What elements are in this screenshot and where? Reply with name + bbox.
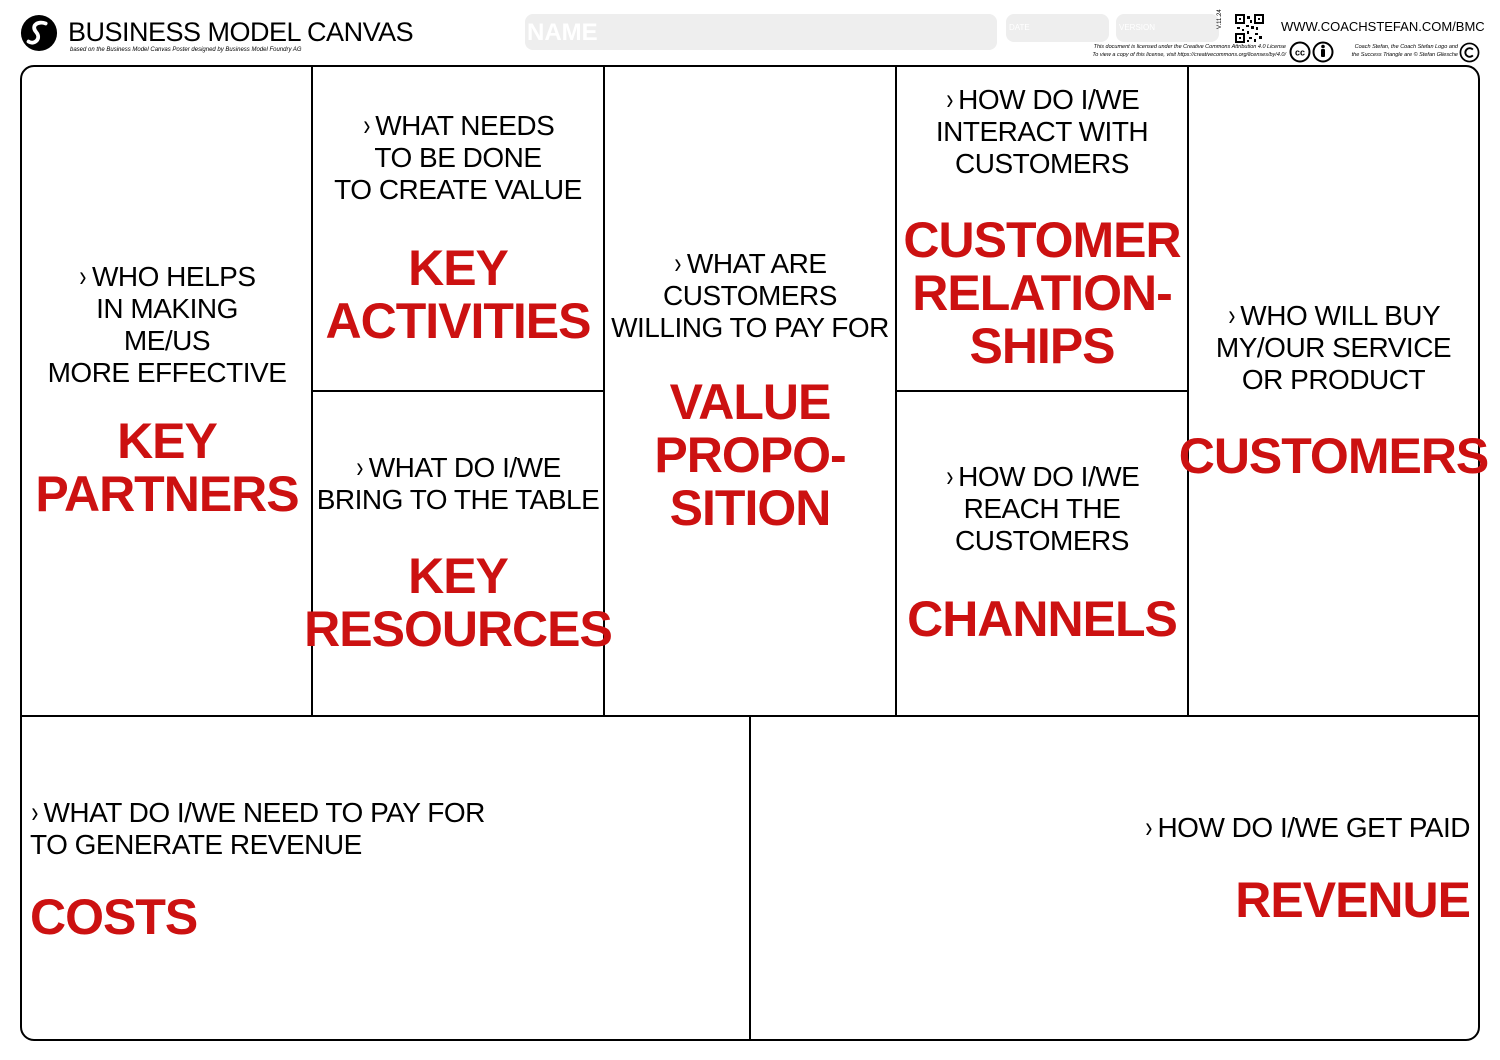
copyright-icon [1459, 42, 1480, 63]
version-tag: V.11.24 [1217, 9, 1223, 29]
coach-stefan-logo-icon [20, 14, 58, 52]
name-field[interactable]: NAME [525, 14, 997, 50]
value-proposition-question: ›WHAT ARE CUSTOMERS WILLING TO PAY FOR [611, 246, 889, 344]
canvas-board [20, 65, 1480, 1041]
key-resources-heading: KEY RESOURCES [304, 547, 613, 657]
question-text: HOW DO I/WE INTERACT WITH CUSTOMERS [935, 84, 1149, 179]
chevron-right-icon: › [1145, 811, 1153, 844]
qr-code-icon [1235, 14, 1264, 43]
costs-section[interactable]: ›WHAT DO I/WE NEED TO PAY FOR TO GENERAT… [30, 717, 740, 1039]
divider [749, 716, 751, 1040]
value-proposition-heading: VALUE PROPO- SITION [654, 373, 846, 536]
channels-section[interactable]: ›HOW DO I/WE REACH THE CUSTOMERS CHANNEL… [897, 392, 1187, 715]
revenue-question: ›HOW DO I/WE GET PAID [1144, 812, 1470, 844]
version-field[interactable]: VERSION [1116, 14, 1219, 42]
costs-heading: COSTS [30, 889, 198, 945]
website-link[interactable]: WWW.COACHSTEFAN.COM/BMC [1281, 19, 1485, 34]
customers-question: ›WHO WILL BUY MY/OUR SERVICE OR PRODUCT [1215, 298, 1452, 396]
copyright-text: Coach Stefan, the Coach Stefan Logo and … [1338, 44, 1458, 59]
key-activities-heading: KEY ACTIVITIES [325, 239, 591, 349]
page-subtitle: based on the Business Model Canvas Poste… [70, 47, 302, 53]
customer-relationships-section[interactable]: ›HOW DO I/WE INTERACT WITH CUSTOMERS CUS… [897, 67, 1187, 390]
question-text: HOW DO I/WE REACH THE CUSTOMERS [955, 461, 1140, 556]
channels-heading: CHANNELS [907, 591, 1178, 647]
channels-question: ›HOW DO I/WE REACH THE CUSTOMERS [945, 461, 1140, 557]
divider [603, 65, 605, 716]
key-resources-question: ›WHAT DO I/WE BRING TO THE TABLE [316, 450, 600, 516]
key-activities-section[interactable]: ›WHAT NEEDS TO BE DONE TO CREATE VALUE K… [313, 67, 603, 390]
question-text: WHAT NEEDS TO BE DONE TO CREATE VALUE [334, 109, 582, 205]
chevron-right-icon: › [674, 246, 682, 280]
key-activities-question: ›WHAT NEEDS TO BE DONE TO CREATE VALUE [334, 108, 582, 206]
copyright-line: Coach Stefan, the Coach Stefan Logo and [1354, 44, 1458, 50]
costs-question: ›WHAT DO I/WE NEED TO PAY FOR TO GENERAT… [30, 797, 485, 861]
value-proposition-section[interactable]: ›WHAT ARE CUSTOMERS WILLING TO PAY FOR V… [605, 67, 895, 715]
key-partners-heading: KEY PARTNERS [35, 413, 299, 522]
copyright-line: the Success Triangle are © Stefan Gliesc… [1351, 51, 1458, 58]
customer-relationships-question: ›HOW DO I/WE INTERACT WITH CUSTOMERS [935, 83, 1149, 180]
chevron-right-icon: › [79, 260, 87, 293]
chevron-right-icon: › [31, 796, 39, 829]
chevron-right-icon: › [356, 450, 364, 484]
page-title: BUSINESS MODEL CANVAS [68, 17, 414, 47]
divider [312, 390, 604, 392]
question-text: HOW DO I/WE GET PAID [1157, 812, 1470, 843]
key-resources-section[interactable]: ›WHAT DO I/WE BRING TO THE TABLE KEY RES… [304, 392, 613, 715]
chevron-right-icon: › [1228, 298, 1235, 332]
creative-commons-icon: cc [1289, 41, 1334, 63]
license-line: This document is licensed under the Crea… [1093, 44, 1286, 50]
license-line: To view a copy of this license, visit ht… [1092, 51, 1286, 58]
question-text: WHO WILL BUY MY/OUR SERVICE OR PRODUCT [1215, 299, 1452, 395]
date-field[interactable]: DATE [1006, 14, 1109, 42]
chevron-right-icon: › [946, 83, 953, 116]
key-partners-section[interactable]: ›WHO HELPS IN MAKING ME/US MORE EFFECTIV… [22, 67, 312, 715]
divider [1187, 65, 1189, 716]
chevron-right-icon: › [946, 460, 953, 493]
customer-relationships-heading: CUSTOMER RELATION- SHIPS [903, 212, 1181, 374]
question-text: WHAT DO I/WE NEED TO PAY FOR TO GENERATE… [30, 797, 485, 860]
customers-heading: CUSTOMERS [1178, 427, 1490, 484]
question-text: WHO HELPS IN MAKING ME/US MORE EFFECTIVE [47, 261, 287, 388]
customers-section[interactable]: ›WHO WILL BUY MY/OUR SERVICE OR PRODUCT … [1179, 67, 1490, 715]
key-partners-question: ›WHO HELPS IN MAKING ME/US MORE EFFECTIV… [48, 261, 287, 389]
divider [896, 390, 1188, 392]
question-text: WHAT ARE CUSTOMERS WILLING TO PAY FOR [611, 247, 889, 343]
chevron-right-icon: › [363, 108, 370, 142]
revenue-heading: REVENUE [1235, 872, 1471, 928]
svg-text:cc: cc [1295, 48, 1305, 58]
revenue-section[interactable]: ›HOW DO I/WE GET PAID REVENUE [752, 717, 1471, 1039]
question-text: WHAT DO I/WE BRING TO THE TABLE [316, 451, 600, 515]
license-text: This document is licensed under the Crea… [1040, 44, 1286, 59]
